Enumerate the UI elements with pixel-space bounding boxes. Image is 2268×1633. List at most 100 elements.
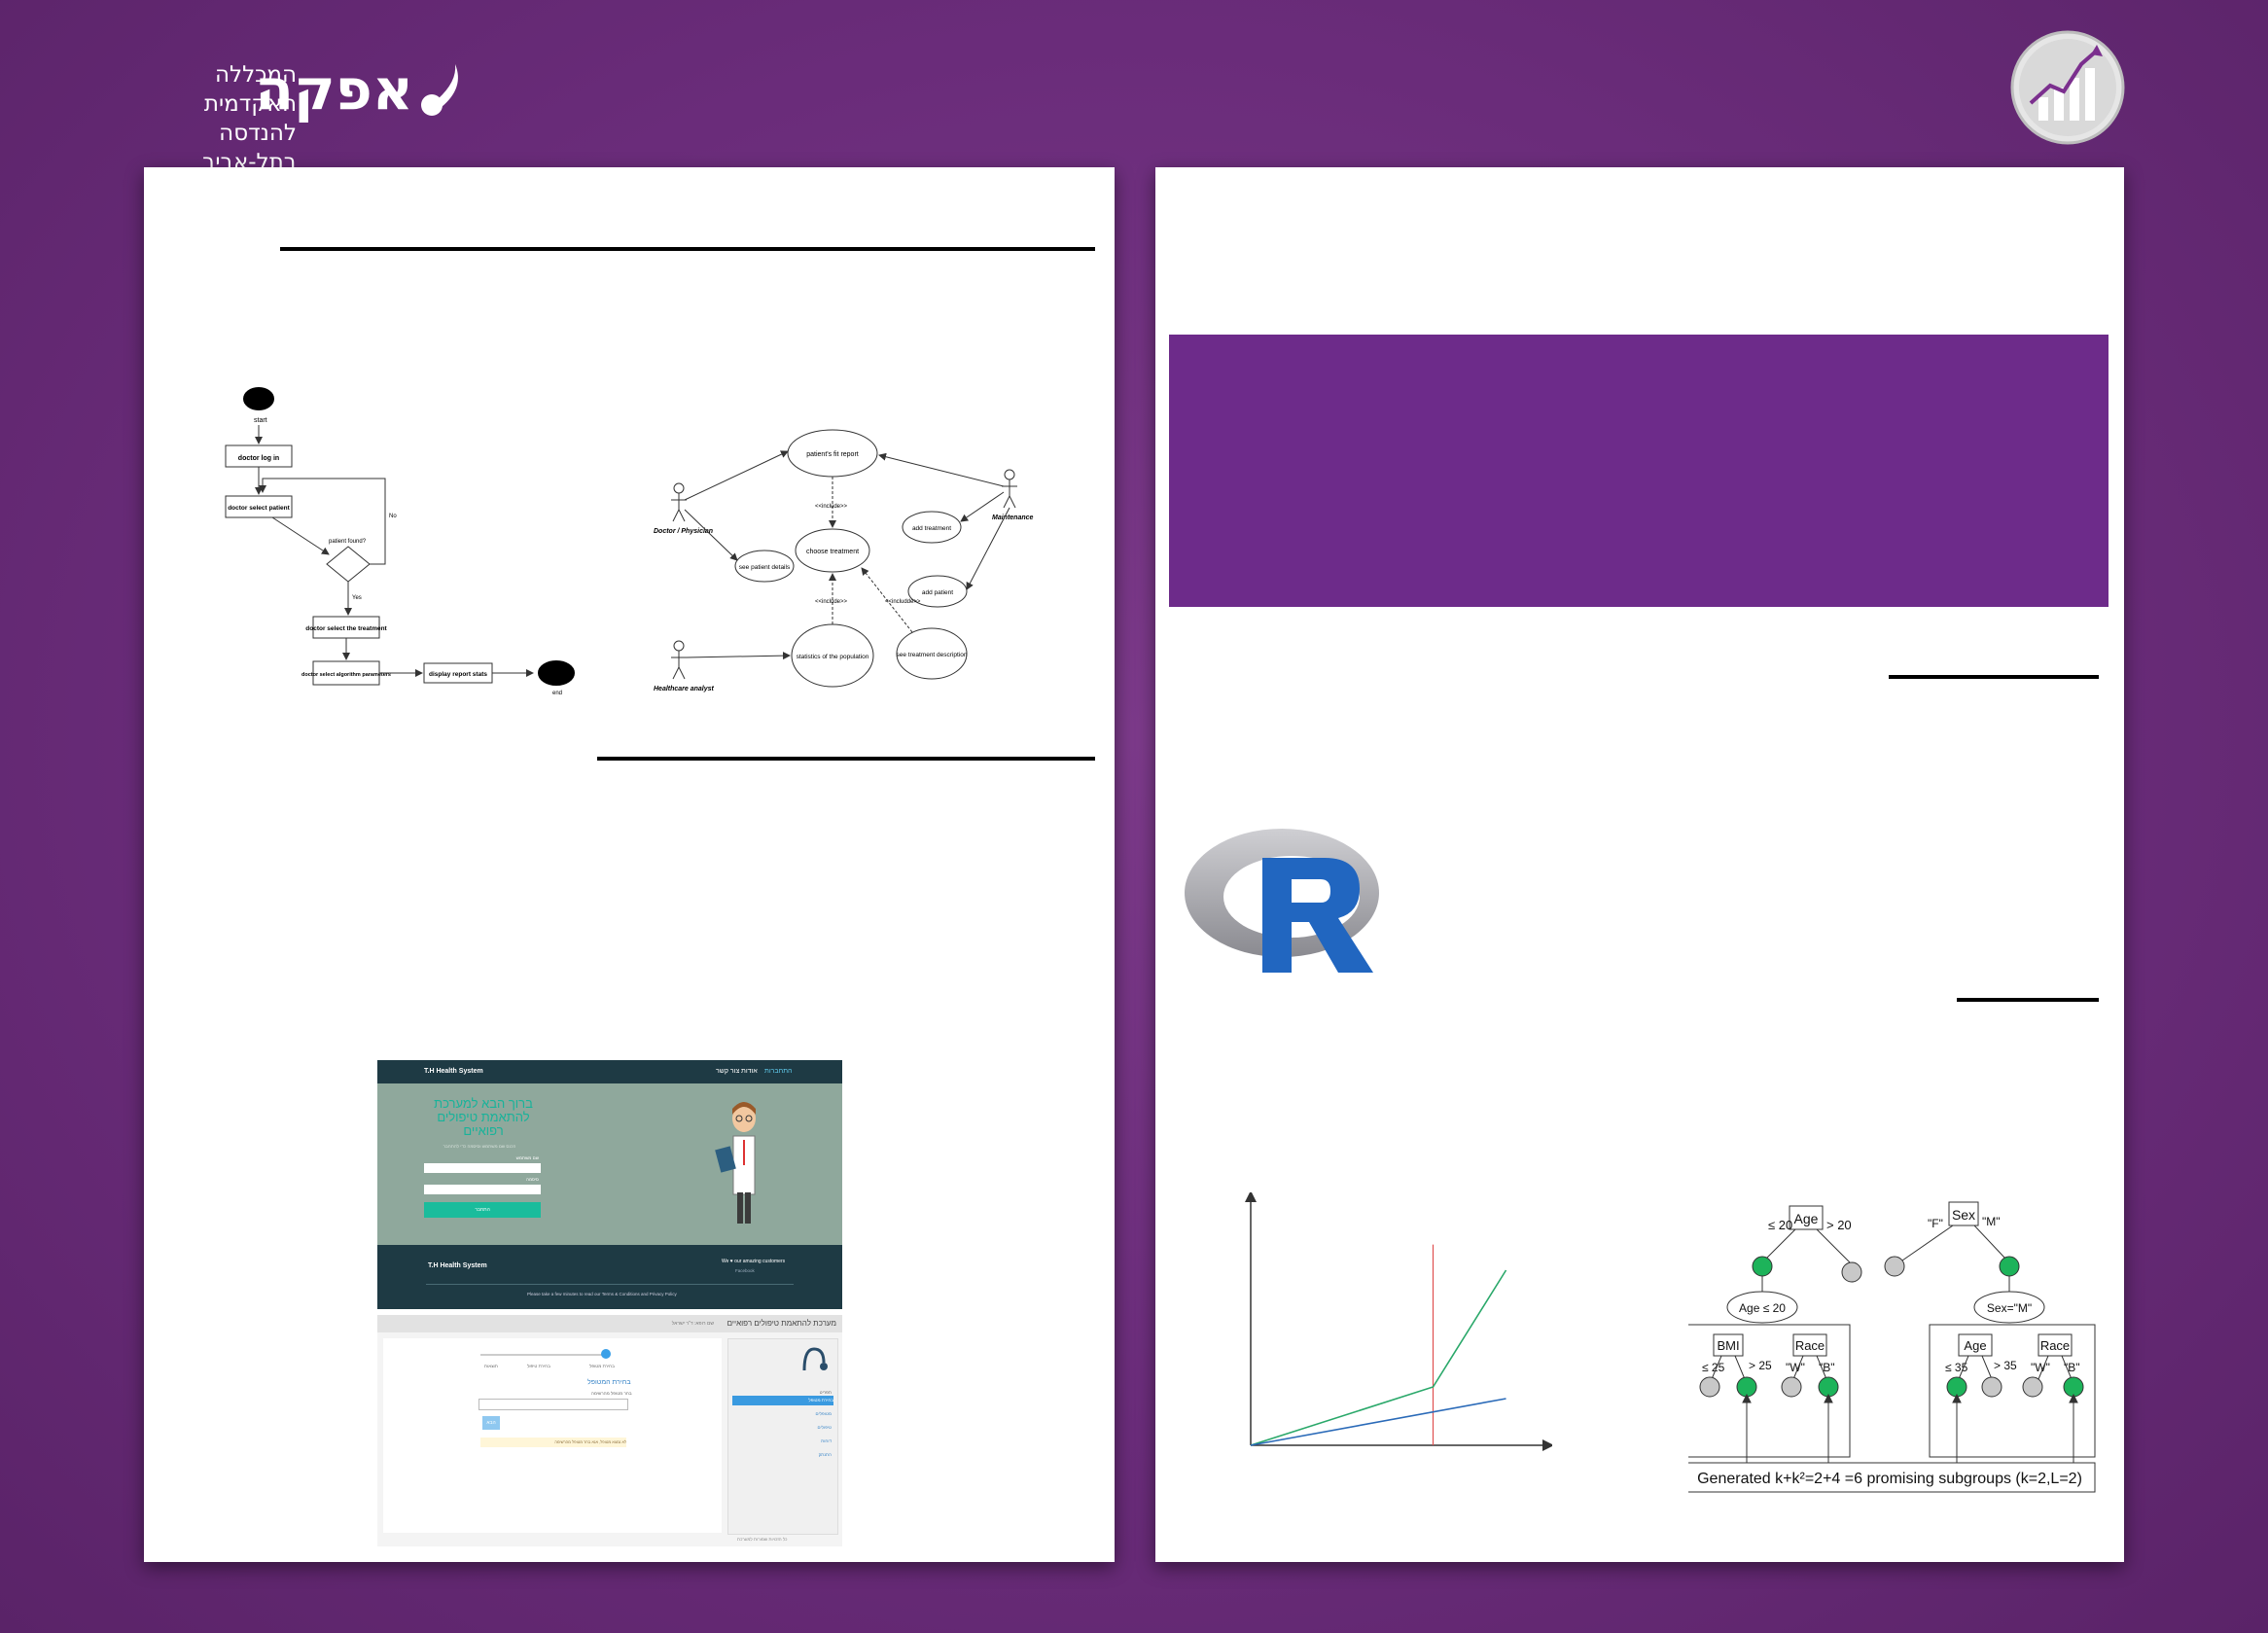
box-right-subtree <box>1929 1324 2096 1458</box>
svg-text:≤ 35: ≤ 35 <box>1945 1361 1968 1374</box>
node-age-root <box>1789 1205 1824 1230</box>
nav-login[interactable]: התחברות <box>764 1068 793 1075</box>
case-add-treatment <box>902 511 962 544</box>
svg-text:see patient details: see patient details <box>739 564 791 571</box>
svg-text:doctor select algorithm parame: doctor select algorithm parameters <box>301 672 391 678</box>
app-page: מערכת להתאמת טיפולים רפואיים שם רופא: ד"… <box>377 1315 842 1546</box>
app-header-user: שם רופא: ד"ר ישראל <box>671 1321 714 1327</box>
footer-terms[interactable]: Please take a few minutes to read our Te… <box>527 1292 677 1296</box>
svg-text:choose treatment: choose treatment <box>806 549 859 555</box>
navbar-brand[interactable]: T.H Health System <box>424 1068 483 1075</box>
patient-select[interactable] <box>478 1399 628 1410</box>
svg-text:patient found?: patient found? <box>329 539 367 545</box>
svg-text:Sex="M": Sex="M" <box>1987 1301 2032 1315</box>
sidebar-item-reports[interactable]: דוחות <box>821 1438 832 1443</box>
svg-text:Healthcare analyst: Healthcare analyst <box>654 686 715 692</box>
login-page: T.H Health System צור קשר אודות התחברות … <box>377 1060 842 1309</box>
college-logo: המכללה האקדמית להנדסה בתל-אביב אפקה <box>136 58 467 175</box>
next-button[interactable]: הבא <box>482 1416 500 1430</box>
svg-text:No: No <box>389 514 397 519</box>
start-label: start <box>254 417 267 424</box>
sidebar-item-treatments[interactable]: טיפולים <box>817 1425 832 1430</box>
svg-text:<<include>>: <<include>> <box>815 504 848 510</box>
sidebar-title: תפריט <box>819 1390 832 1395</box>
svg-text:Age ≤ 20: Age ≤ 20 <box>1739 1301 1786 1315</box>
username-label: שם משתמש <box>515 1155 539 1160</box>
svg-text:add treatment: add treatment <box>912 525 951 532</box>
section-rule-middle <box>597 757 1095 761</box>
subgroup-tree-diagram: Age ≤ 20 > 20 Age ≤ 20 BMI Race ≤ 25 > 2… <box>1688 1201 2096 1493</box>
login-navbar: T.H Health System צור קשר אודות התחברות <box>377 1060 842 1083</box>
nav-about[interactable]: אודות <box>741 1068 758 1075</box>
system-screenshots: T.H Health System צור קשר אודות התחברות … <box>377 1060 842 1546</box>
left-poster-panel: start doctor log in doctor select patien… <box>144 167 1115 1562</box>
model-line-chart <box>1245 1192 1552 1451</box>
app-bottom-note: כל הזכויות שמורות למערכת <box>737 1537 788 1542</box>
sidebar-item-patients[interactable]: מטופלים <box>815 1411 832 1416</box>
wizard-dot-active <box>601 1349 611 1359</box>
node-sex-root <box>1948 1201 1979 1226</box>
leaf-green <box>1999 1256 2020 1277</box>
footer-brand: T.H Health System <box>428 1262 487 1269</box>
leaf-gray <box>1699 1376 1720 1398</box>
svg-text:≤ 25: ≤ 25 <box>1702 1361 1725 1374</box>
leaf-green <box>1752 1256 1773 1277</box>
actor-maintenance <box>1002 469 1017 509</box>
wizard-progress <box>480 1354 609 1356</box>
decision-node <box>326 546 371 583</box>
svg-text:Race: Race <box>2040 1338 2070 1353</box>
login-button[interactable]: התחבר <box>424 1202 541 1218</box>
sidebar-item-active[interactable]: בחירת מטופל <box>732 1396 833 1405</box>
app-main: בחירת מטופל בחירת טיפול תוצאות בחירת המט… <box>383 1338 722 1533</box>
footer-facebook[interactable]: Facebook <box>735 1268 755 1273</box>
svg-text:Yes: Yes <box>352 595 362 601</box>
welcome-title: ברוך הבא למערכת להתאמת טיפולים רפואיים <box>434 1096 533 1138</box>
step-select-patient <box>225 495 293 518</box>
chart-series-blue <box>1250 1398 1506 1446</box>
leaf-gray <box>1841 1261 1862 1283</box>
r-logo-icon <box>1185 829 1379 973</box>
nav-contact[interactable]: צור קשר <box>716 1068 740 1075</box>
case-choose-treatment <box>795 528 870 573</box>
usecase-diagram: Doctor / Physician Maintenance Healthcar… <box>654 429 1034 692</box>
sidebar-item-logout[interactable]: התנתק <box>818 1452 832 1457</box>
footer-divider <box>426 1284 794 1285</box>
username-input[interactable] <box>424 1163 541 1173</box>
case-add-patient <box>907 575 968 608</box>
app-header-bar: מערכת להתאמת טיפולים רפואיים שם רופא: ד"… <box>377 1315 842 1332</box>
section-rule-top <box>280 247 1095 251</box>
node-bmi <box>1713 1333 1744 1357</box>
svg-text:display report stats: display report stats <box>429 671 487 678</box>
password-label: סיסמה <box>526 1177 539 1182</box>
actor-analyst <box>671 640 687 680</box>
select-label: בחר מטופל מהרשימה <box>591 1391 632 1396</box>
node-race-right <box>2038 1333 2073 1357</box>
step-algorithm-params <box>312 660 380 686</box>
caption-box <box>1688 1462 2096 1493</box>
start-node <box>243 387 274 410</box>
password-input[interactable] <box>424 1185 541 1194</box>
svg-text:Doctor / Physician: Doctor / Physician <box>654 528 713 535</box>
svg-text:patient's fit report: patient's fit report <box>806 451 859 458</box>
login-subtitle: הכנס שם משתמש וסיסמה כדי להתחבר <box>443 1144 516 1149</box>
leaf-gray <box>1981 1376 2002 1398</box>
svg-text:<<includde>>: <<includde>> <box>885 599 921 605</box>
svg-text:add patient: add patient <box>922 589 953 596</box>
node-age-cond <box>1726 1291 1798 1324</box>
box-left-subtree <box>1688 1324 1851 1458</box>
badge-icon <box>2010 30 2125 145</box>
svg-text:> 35: > 35 <box>1994 1359 2017 1372</box>
svg-text:Race: Race <box>1795 1338 1825 1353</box>
svg-text:Age: Age <box>1794 1211 1819 1226</box>
svg-text:doctor select patient: doctor select patient <box>228 505 290 512</box>
svg-text:≤ 20: ≤ 20 <box>1768 1218 1792 1232</box>
svg-text:"W": "W" <box>1786 1361 1805 1374</box>
wizard-step-3: תוצאות <box>484 1364 498 1368</box>
node-sex-cond <box>1973 1291 2045 1324</box>
end-node <box>538 660 575 686</box>
node-age-right <box>1958 1333 1993 1357</box>
logo-mark-icon <box>421 64 458 116</box>
app-header-title: מערכת להתאמת טיפולים רפואיים <box>726 1319 836 1328</box>
leaf-gray <box>2022 1376 2043 1398</box>
login-footer: T.H Health System We ♥ our amazing custo… <box>377 1245 842 1309</box>
